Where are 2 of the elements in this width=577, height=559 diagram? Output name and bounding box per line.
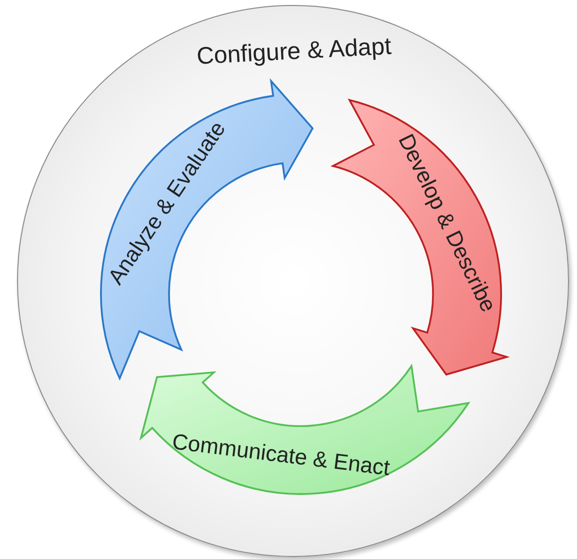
circle-label: Configure & Adapt — [196, 32, 392, 72]
arrow-label: Communicate & Enact — [171, 428, 392, 482]
